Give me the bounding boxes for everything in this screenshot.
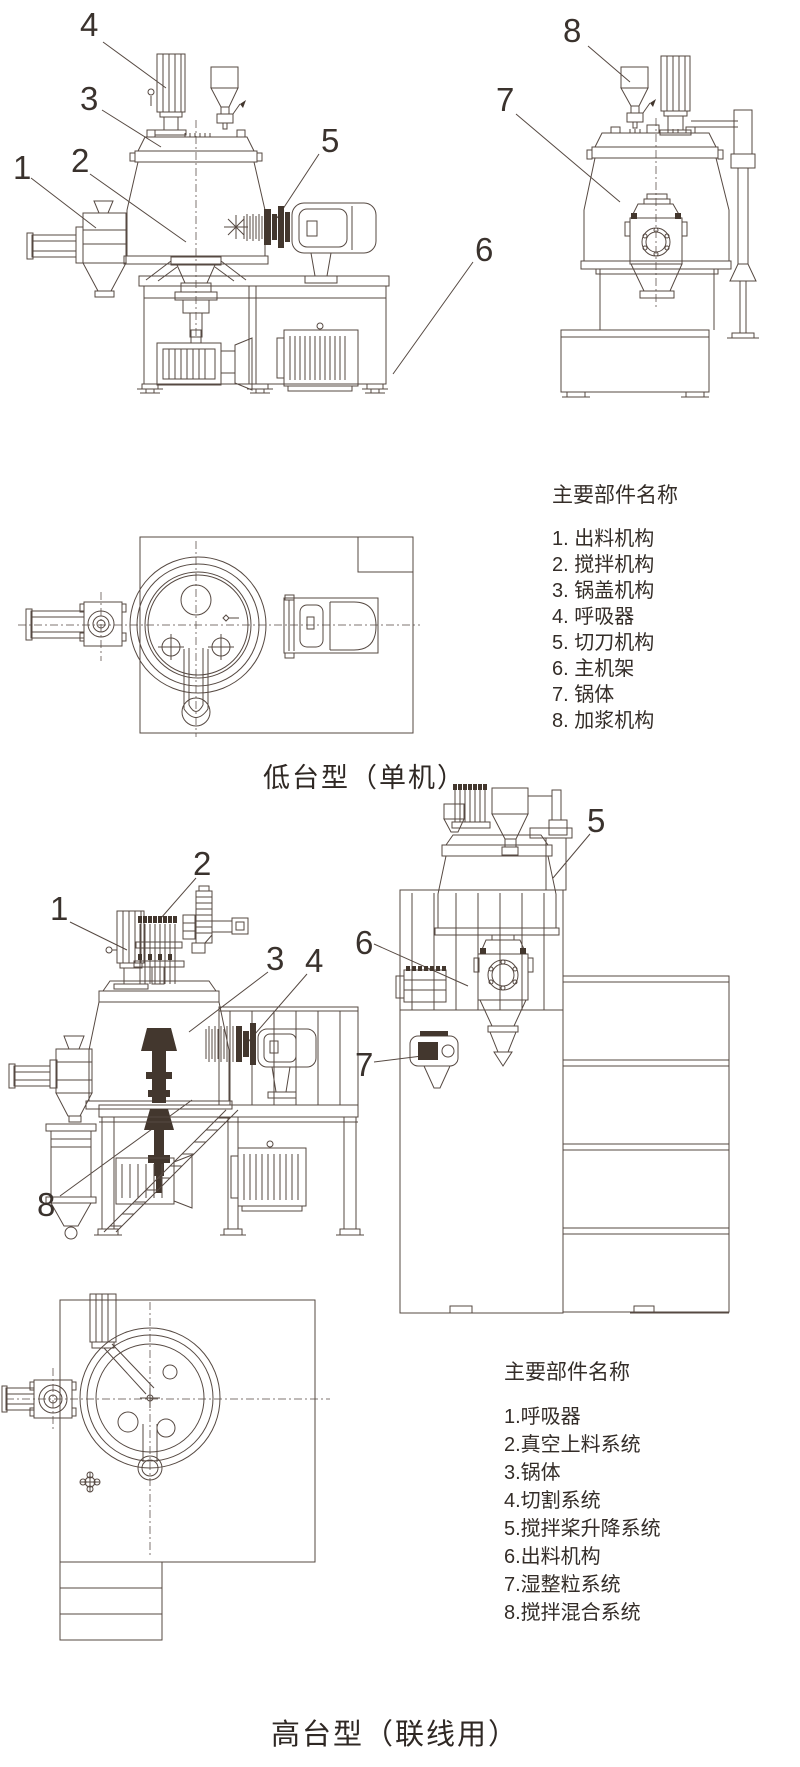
- callout-8: 8: [37, 1186, 56, 1223]
- parts-list-item: 6. 主机架: [552, 658, 635, 680]
- callout-3: 3: [80, 80, 99, 117]
- parts-list-item: 5. 切刀机构: [552, 632, 655, 654]
- callout-6: 6: [475, 231, 494, 268]
- parts-list-item: 1. 出料机构: [552, 528, 655, 550]
- callout-1: 1: [50, 890, 69, 927]
- callout-7: 7: [496, 81, 515, 118]
- parts-list-item: 3. 锅盖机构: [552, 580, 655, 602]
- parts-list-item: 2. 搅拌机构: [552, 554, 655, 576]
- parts-list-low-platform: 主要部件名称 1. 出料机构 2. 搅拌机构 3. 锅盖机构 4. 呼吸器 5.…: [552, 479, 678, 734]
- callout-6: 6: [355, 924, 374, 961]
- parts-list-item: 7.湿整粒系统: [504, 1574, 621, 1596]
- parts-list-title: 主要部件名称: [552, 484, 678, 507]
- callout-5: 5: [587, 802, 606, 839]
- high-platform-front-view-drawing: [8, 877, 364, 1240]
- caption-low-platform: 低台型（单机）: [263, 763, 466, 793]
- high-platform-plan-view-drawing: [1, 1293, 330, 1641]
- callout-1: 1: [13, 149, 32, 186]
- callout-4: 4: [80, 6, 99, 43]
- callout-3: 3: [266, 940, 285, 977]
- low-platform-front-view-drawing: [26, 41, 474, 394]
- parts-list-item: 4.切割系统: [504, 1490, 601, 1512]
- callout-2: 2: [193, 845, 212, 882]
- callout-2: 2: [71, 142, 90, 179]
- parts-list-item: 3.锅体: [504, 1462, 561, 1484]
- callout-8: 8: [563, 12, 582, 49]
- parts-list-item: 7. 锅体: [552, 684, 615, 706]
- callout-5: 5: [321, 122, 340, 159]
- parts-list-item: 6.出料机构: [504, 1546, 601, 1568]
- parts-list-item: 2.真空上料系统: [504, 1434, 641, 1456]
- parts-list-item: 8. 加浆机构: [552, 710, 655, 732]
- caption-high-platform: 高台型（联线用）: [271, 1719, 520, 1751]
- parts-list-title: 主要部件名称: [504, 1361, 630, 1384]
- callout-4: 4: [305, 942, 324, 979]
- callout-7: 7: [355, 1046, 374, 1083]
- high-platform-side-view-drawing: [373, 784, 730, 1314]
- parts-list-item: 4. 呼吸器: [552, 606, 635, 628]
- low-platform-plan-view-drawing: [18, 536, 420, 737]
- low-platform-side-view-drawing: [515, 45, 759, 398]
- parts-list-item: 1.呼吸器: [504, 1406, 581, 1428]
- parts-list-item: 8.搅拌混合系统: [504, 1602, 641, 1624]
- parts-list-high-platform: 主要部件名称 1.呼吸器 2.真空上料系统 3.锅体 4.切割系统 5.搅拌桨升…: [504, 1356, 661, 1627]
- parts-list-item: 5.搅拌桨升降系统: [504, 1518, 661, 1540]
